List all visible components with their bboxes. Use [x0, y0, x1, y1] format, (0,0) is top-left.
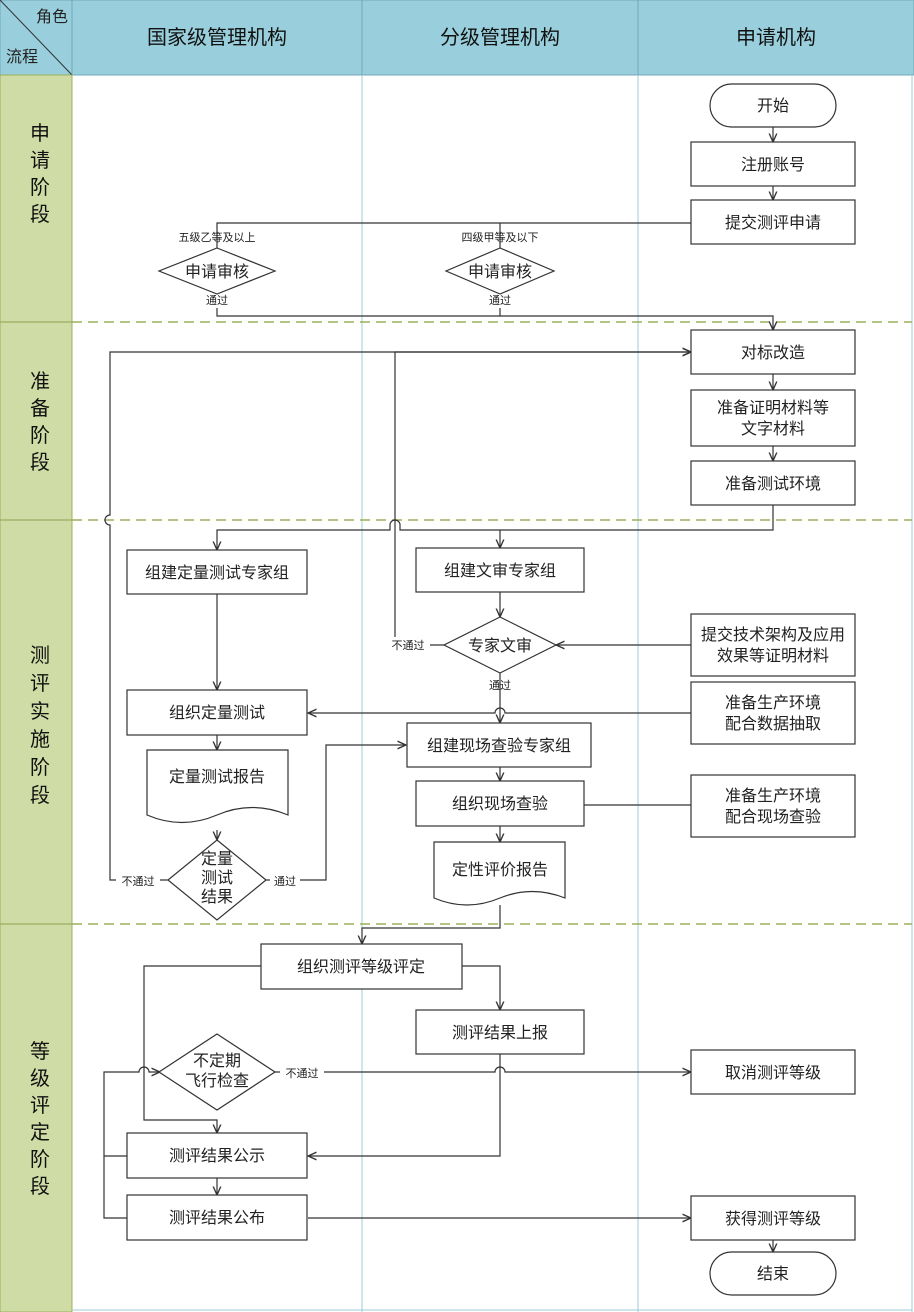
nodes [126, 83, 856, 1296]
expert-review-diamond [442, 616, 558, 674]
flight-check-label: 不定期飞行检查 [185, 1051, 249, 1090]
stage-label-application: 申请阶段 [30, 121, 50, 226]
review-national-label: 申请审核 [185, 262, 249, 281]
doc-team-label: 组建文审专家组 [444, 561, 556, 580]
org-quant-test-label: 组织定量测试 [169, 703, 265, 722]
connector-labels: 五级乙等及以上 四级甲等及以下 通过 通过 不通过 通过 不通过 通过 不通过 [116, 230, 539, 1080]
cancel-grade-box [690, 1049, 856, 1095]
quant-result-diamond [167, 839, 267, 921]
obtain-grade-label: 获得测评等级 [725, 1209, 821, 1228]
onsite-team-label: 组建现场查验专家组 [427, 736, 571, 755]
report-result-label: 测评结果上报 [452, 1023, 548, 1042]
quant-team-label: 组建定量测试专家组 [145, 563, 289, 582]
obtain-grade-box [690, 1195, 856, 1241]
quant-team-box [126, 549, 308, 595]
qual-report-document [433, 841, 566, 906]
label-national-scope: 五级乙等及以上 [179, 230, 256, 244]
label-fail-review: 不通过 [392, 639, 425, 652]
quant-report-document [146, 749, 289, 824]
connectors [103, 127, 773, 1252]
end-terminator [709, 1251, 837, 1296]
label-branch-scope: 四级甲等及以下 [462, 230, 539, 244]
label-pass-national: 通过 [206, 294, 228, 307]
publish-box [126, 1194, 308, 1241]
cancel-grade-label: 取消测评等级 [725, 1063, 821, 1082]
quant-result-label: 定量测试结果 [201, 849, 233, 906]
prod-env-onsite-label: 准备生产环境配合现场查验 [725, 786, 821, 826]
publish-label: 测评结果公布 [169, 1208, 265, 1227]
review-branch-label: 申请审核 [468, 262, 532, 281]
node-texts: 开始 注册账号 提交测评申请 申请审核 申请审核 对标改造 准备证明材料等文字材… [145, 96, 845, 1283]
prepare-docs-box [690, 389, 856, 447]
doc-team-box [415, 547, 585, 593]
prod-env-data-box [690, 681, 856, 745]
prod-env-onsite-box [690, 774, 856, 838]
publicize-box [126, 1132, 308, 1179]
register-label: 注册账号 [741, 155, 805, 174]
report-result-box [415, 1009, 585, 1055]
publicize-label: 测评结果公示 [169, 1146, 265, 1165]
prepare-env-box [690, 460, 856, 506]
end-label: 结束 [757, 1264, 789, 1283]
stage-label-grading: 等级评定阶段 [30, 1039, 50, 1198]
quant-report-label: 定量测试报告 [169, 767, 265, 786]
submit-arch-box [690, 613, 856, 677]
label-fail-quant: 不通过 [122, 875, 155, 888]
org-grading-label: 组织测评等级评定 [297, 957, 425, 976]
org-quant-test-box [126, 689, 308, 736]
submit-application-box [690, 199, 856, 245]
lane-header-national: 国家级管理机构 [147, 25, 287, 49]
stage-column: 申请阶段 准备阶段 测评实施阶段 等级评定阶段 [0, 74, 73, 1312]
org-onsite-label: 组织现场查验 [452, 794, 548, 813]
header-row: 角色 流程 国家级管理机构 分级管理机构 申请机构 [0, 0, 914, 76]
grid-lines [72, 75, 913, 1312]
flight-check-diamond [157, 1033, 277, 1111]
start-terminator [709, 83, 837, 128]
corner-role-label: 角色 [36, 7, 68, 26]
prepare-env-label: 准备测试环境 [725, 474, 821, 493]
submit-application-label: 提交测评申请 [725, 213, 821, 232]
prepare-docs-label: 准备证明材料等文字材料 [717, 398, 829, 438]
label-fail-flight: 不通过 [286, 1067, 319, 1080]
onsite-team-box [406, 722, 592, 768]
stage-label-preparation: 准备阶段 [30, 369, 50, 474]
review-national-diamond [157, 247, 277, 295]
prod-env-data-label: 准备生产环境配合数据抽取 [725, 693, 821, 733]
lane-header-applicant: 申请机构 [736, 25, 816, 49]
corner-flow-label: 流程 [6, 47, 38, 66]
stage-label-implementation: 测评实施阶段 [30, 643, 50, 807]
register-box [690, 141, 856, 187]
label-pass-review: 通过 [489, 679, 511, 692]
label-pass-branch: 通过 [489, 294, 511, 307]
org-onsite-box [415, 780, 585, 827]
qual-report-label: 定性评价报告 [452, 860, 548, 879]
submit-arch-label: 提交技术架构及应用效果等证明材料 [701, 625, 845, 665]
label-pass-quant: 通过 [274, 875, 296, 888]
start-label: 开始 [757, 96, 789, 115]
benchmark-box [690, 329, 856, 375]
expert-review-label: 专家文审 [468, 636, 532, 655]
benchmark-label: 对标改造 [741, 343, 805, 362]
review-branch-diamond [444, 247, 556, 295]
org-grading-box [260, 943, 463, 990]
lane-header-branch: 分级管理机构 [440, 25, 560, 49]
